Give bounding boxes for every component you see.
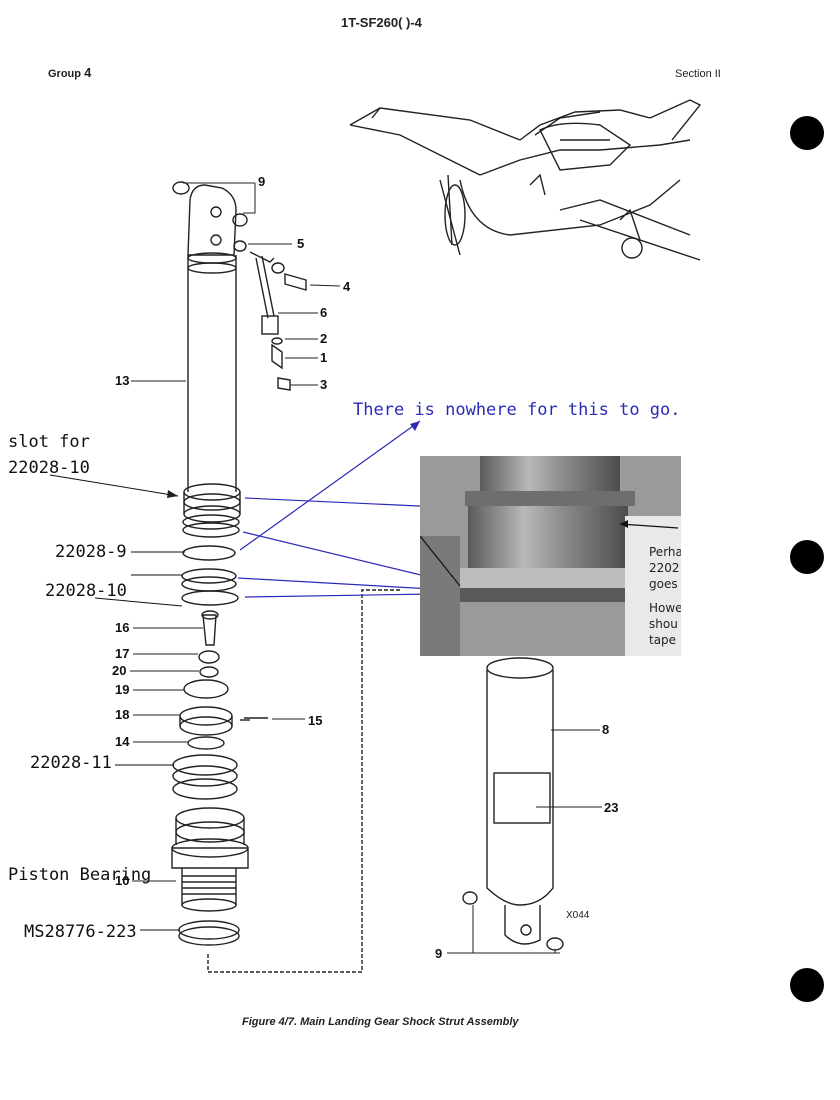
airplane-illustration <box>349 99 702 261</box>
photo-inset: Perha 2202 goes Howev shou tape <box>420 456 681 656</box>
photo-snippet-line-2: 2202 <box>649 561 680 575</box>
callout-15: 15 <box>308 713 323 728</box>
ring-stack <box>172 514 268 800</box>
callout-6: 6 <box>320 305 328 320</box>
photo-snippet-line-1: Perha <box>649 545 681 559</box>
annotation-nowhere-note: There is nowhere for this to go. <box>353 400 681 420</box>
black-arrowheads <box>167 490 178 498</box>
annotation-piston-bearing: Piston Bearing <box>8 865 152 885</box>
lower-piston <box>462 657 564 951</box>
callout-4: 4 <box>343 279 351 294</box>
callout-10: 10 <box>115 873 130 888</box>
leader-lines <box>130 182 602 954</box>
photo-snippet-line-4: Howev <box>649 601 681 615</box>
callout-16: 16 <box>115 620 130 635</box>
group-label: Group 4 <box>48 65 91 80</box>
upper-cylinder <box>172 181 307 523</box>
callout-14: 14 <box>115 734 130 749</box>
callout-8: 8 <box>602 722 610 737</box>
annotation-pointers <box>49 474 185 931</box>
photo-snippet-line-5: shou <box>649 617 678 631</box>
annotation-22028-11: 22028-11 <box>30 753 112 773</box>
blue-arrows <box>237 420 463 598</box>
annotation-22028-10: 22028-10 <box>45 581 127 601</box>
photo-snippet-line-6: tape <box>649 633 677 647</box>
group-number: 4 <box>84 65 92 80</box>
callout-1: 1 <box>320 350 328 365</box>
doc-number: 1T-SF260( )-4 <box>341 15 422 30</box>
callout-2: 2 <box>320 331 328 346</box>
group-label-text: Group <box>48 68 81 80</box>
callout-9-bottom: 9 <box>435 946 443 961</box>
callout-13: 13 <box>115 373 130 388</box>
annotation-slot-line-2: 22028-10 <box>8 458 90 478</box>
photo-rendering <box>420 456 681 656</box>
callout-17: 17 <box>115 646 130 661</box>
binder-hole-middle <box>790 540 824 574</box>
callout-9-top: 9 <box>258 174 266 189</box>
assembly-path <box>207 589 400 973</box>
annotation-ms-part: MS28776-223 <box>24 922 137 942</box>
section-label: Section II <box>675 68 721 80</box>
annotation-slot-line-1: slot for <box>8 432 90 452</box>
binder-hole-top <box>790 116 824 150</box>
annotation-22028-9: 22028-9 <box>55 542 127 562</box>
callout-19: 19 <box>115 682 130 697</box>
callout-20: 20 <box>112 663 127 678</box>
drawing-id: X044 <box>566 910 590 921</box>
binder-hole-bottom <box>790 968 824 1002</box>
callout-5: 5 <box>297 236 305 251</box>
piston-bearing <box>171 807 249 946</box>
callout-3: 3 <box>320 377 328 392</box>
photo-snippet-line-3: goes <box>649 577 678 591</box>
callout-23: 23 <box>604 800 619 815</box>
callout-18: 18 <box>115 707 130 722</box>
figure-caption: Figure 4/7. Main Landing Gear Shock Stru… <box>242 1016 519 1028</box>
